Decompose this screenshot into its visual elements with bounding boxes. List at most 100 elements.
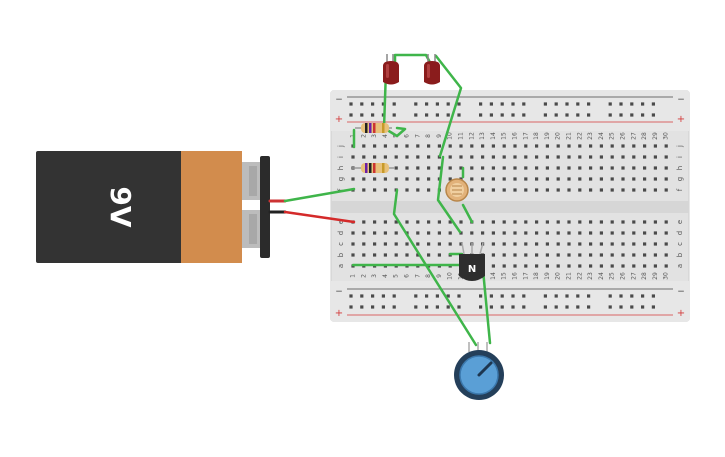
breadboard-hole[interactable] bbox=[545, 242, 549, 246]
breadboard-hole[interactable] bbox=[392, 305, 396, 309]
breadboard-hole[interactable] bbox=[524, 264, 528, 268]
breadboard-hole[interactable] bbox=[470, 155, 474, 159]
breadboard-hole[interactable] bbox=[435, 294, 439, 298]
breadboard-hole[interactable] bbox=[524, 177, 528, 181]
breadboard-hole[interactable] bbox=[632, 144, 636, 148]
breadboard-hole[interactable] bbox=[621, 144, 625, 148]
breadboard-hole[interactable] bbox=[349, 294, 353, 298]
breadboard-hole[interactable] bbox=[543, 113, 547, 117]
breadboard-hole[interactable] bbox=[567, 231, 571, 235]
breadboard-hole[interactable] bbox=[587, 113, 591, 117]
breadboard-hole[interactable] bbox=[599, 177, 603, 181]
breadboard-hole[interactable] bbox=[481, 155, 485, 159]
breadboard-hole[interactable] bbox=[427, 188, 431, 192]
breadboard-hole[interactable] bbox=[481, 231, 485, 235]
breadboard-hole[interactable] bbox=[587, 294, 591, 298]
breadboard-hole[interactable] bbox=[481, 144, 485, 148]
breadboard-hole[interactable] bbox=[632, 155, 636, 159]
breadboard-hole[interactable] bbox=[578, 188, 582, 192]
breadboard-hole[interactable] bbox=[448, 155, 452, 159]
breadboard-hole[interactable] bbox=[524, 144, 528, 148]
breadboard-hole[interactable] bbox=[513, 144, 517, 148]
breadboard-hole[interactable] bbox=[416, 188, 420, 192]
breadboard-hole[interactable] bbox=[599, 144, 603, 148]
breadboard-hole[interactable] bbox=[392, 102, 396, 106]
breadboard-hole[interactable] bbox=[567, 177, 571, 181]
breadboard-hole[interactable] bbox=[513, 231, 517, 235]
breadboard-hole[interactable] bbox=[373, 231, 377, 235]
breadboard-hole[interactable] bbox=[545, 231, 549, 235]
breadboard-hole[interactable] bbox=[491, 264, 495, 268]
breadboard-hole[interactable] bbox=[621, 177, 625, 181]
breadboard-hole[interactable] bbox=[599, 253, 603, 257]
breadboard-hole[interactable] bbox=[362, 231, 366, 235]
photoresistor[interactable] bbox=[445, 178, 469, 202]
breadboard-hole[interactable] bbox=[630, 305, 634, 309]
breadboard-hole[interactable] bbox=[589, 231, 593, 235]
breadboard-hole[interactable] bbox=[513, 264, 517, 268]
breadboard-hole[interactable] bbox=[437, 242, 441, 246]
breadboard-hole[interactable] bbox=[589, 242, 593, 246]
breadboard-hole[interactable] bbox=[459, 155, 463, 159]
breadboard-hole[interactable] bbox=[653, 166, 657, 170]
breadboard-hole[interactable] bbox=[554, 305, 558, 309]
breadboard-hole[interactable] bbox=[524, 166, 528, 170]
breadboard-hole[interactable] bbox=[381, 294, 385, 298]
breadboard-hole[interactable] bbox=[491, 166, 495, 170]
breadboard-hole[interactable] bbox=[491, 144, 495, 148]
breadboard-hole[interactable] bbox=[373, 144, 377, 148]
breadboard-hole[interactable] bbox=[610, 155, 614, 159]
breadboard-hole[interactable] bbox=[565, 113, 569, 117]
breadboard-hole[interactable] bbox=[567, 188, 571, 192]
breadboard-hole[interactable] bbox=[664, 144, 668, 148]
breadboard-hole[interactable] bbox=[621, 188, 625, 192]
breadboard-hole[interactable] bbox=[502, 253, 506, 257]
breadboard-hole[interactable] bbox=[643, 242, 647, 246]
breadboard-hole[interactable] bbox=[457, 294, 461, 298]
wire-ldr-transistor[interactable] bbox=[436, 155, 462, 234]
breadboard-hole[interactable] bbox=[489, 113, 493, 117]
breadboard-hole[interactable] bbox=[567, 144, 571, 148]
breadboard-hole[interactable] bbox=[362, 242, 366, 246]
breadboard-hole[interactable] bbox=[610, 253, 614, 257]
breadboard-hole[interactable] bbox=[513, 242, 517, 246]
breadboard-hole[interactable] bbox=[416, 144, 420, 148]
breadboard-hole[interactable] bbox=[405, 155, 409, 159]
breadboard-hole[interactable] bbox=[643, 177, 647, 181]
breadboard-hole[interactable] bbox=[479, 294, 483, 298]
breadboard-hole[interactable] bbox=[383, 231, 387, 235]
breadboard-hole[interactable] bbox=[630, 294, 634, 298]
breadboard-hole[interactable] bbox=[362, 253, 366, 257]
breadboard-hole[interactable] bbox=[610, 242, 614, 246]
breadboard-hole[interactable] bbox=[491, 177, 495, 181]
breadboard-hole[interactable] bbox=[502, 231, 506, 235]
breadboard-hole[interactable] bbox=[599, 231, 603, 235]
breadboard-hole[interactable] bbox=[535, 242, 539, 246]
breadboard-hole[interactable] bbox=[392, 294, 396, 298]
breadboard-hole[interactable] bbox=[351, 253, 355, 257]
breadboard-hole[interactable] bbox=[448, 177, 452, 181]
breadboard-hole[interactable] bbox=[362, 144, 366, 148]
breadboard-hole[interactable] bbox=[543, 305, 547, 309]
breadboard-hole[interactable] bbox=[653, 231, 657, 235]
breadboard-hole[interactable] bbox=[621, 253, 625, 257]
breadboard-hole[interactable] bbox=[513, 188, 517, 192]
breadboard-hole[interactable] bbox=[565, 305, 569, 309]
breadboard-hole[interactable] bbox=[556, 231, 560, 235]
breadboard-hole[interactable] bbox=[502, 220, 506, 224]
breadboard-hole[interactable] bbox=[405, 166, 409, 170]
breadboard-hole[interactable] bbox=[481, 220, 485, 224]
breadboard-hole[interactable] bbox=[371, 113, 375, 117]
breadboard-hole[interactable] bbox=[394, 177, 398, 181]
breadboard-hole[interactable] bbox=[619, 294, 623, 298]
breadboard-hole[interactable] bbox=[599, 264, 603, 268]
breadboard-hole[interactable] bbox=[435, 305, 439, 309]
breadboard-hole[interactable] bbox=[610, 220, 614, 224]
breadboard-hole[interactable] bbox=[513, 253, 517, 257]
breadboard-hole[interactable] bbox=[351, 177, 355, 181]
breadboard-hole[interactable] bbox=[535, 144, 539, 148]
breadboard-hole[interactable] bbox=[651, 305, 655, 309]
breadboard-hole[interactable] bbox=[653, 188, 657, 192]
breadboard-hole[interactable] bbox=[524, 188, 528, 192]
breadboard-hole[interactable] bbox=[522, 294, 526, 298]
